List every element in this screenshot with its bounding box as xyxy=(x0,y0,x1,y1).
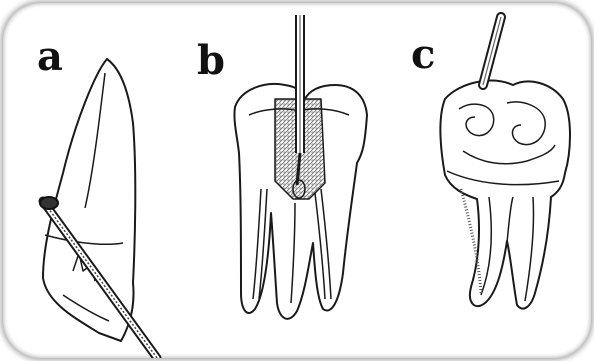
root-inner-line xyxy=(481,197,491,295)
root-inner-line-2 xyxy=(525,197,534,301)
root-canal-2 xyxy=(291,203,295,303)
root-canal-3 xyxy=(321,189,331,299)
file-instrument-c xyxy=(483,17,501,85)
panel-a-incisor-drawing xyxy=(40,59,157,358)
figure-frame: a b c xyxy=(3,3,591,358)
molar-c-outline xyxy=(440,81,570,309)
occlusal-fissure-1 xyxy=(459,104,494,135)
root-furcation xyxy=(507,197,513,243)
occlusal-fissure-2 xyxy=(507,102,545,145)
incisor-root-shadow xyxy=(63,295,109,321)
occlusal-fissure-3 xyxy=(463,145,555,164)
incisor-crown-base xyxy=(45,235,123,244)
panel-c-molar-drawing xyxy=(440,17,570,309)
panel-b-molar-drawing xyxy=(234,15,367,319)
tooth-illustrations xyxy=(3,3,591,358)
root-canal-1 xyxy=(253,189,261,299)
crown-cervical-line xyxy=(447,171,559,185)
